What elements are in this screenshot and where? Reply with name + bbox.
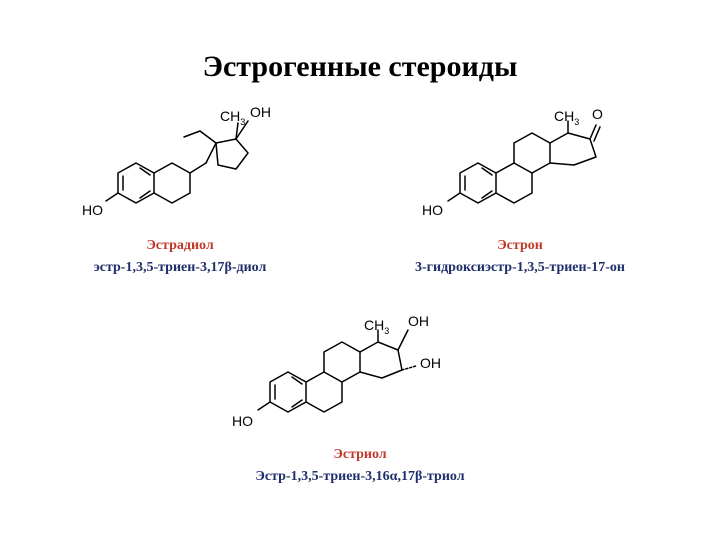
estriol-iupac: Эстр-1,3,5-триен-3,16α,17β-триол xyxy=(255,469,465,484)
estriol-oh17-label: OH xyxy=(408,313,429,329)
estriol-structure: HO CH3 OH OH xyxy=(220,300,480,435)
estradiol-svg: HO CH3 OH xyxy=(82,104,271,218)
estradiol-structure: HO CH3 OH xyxy=(70,95,310,230)
estriol-oh16-label: OH xyxy=(420,355,441,371)
estriol-caption: Эстриол Эстр-1,3,5-триен-3,16α,17β-триол xyxy=(170,447,550,485)
estradiol-ho-label: HO xyxy=(82,202,103,218)
page-title: Эстрогенные стероиды xyxy=(202,50,518,83)
estriol-svg: HO CH3 OH OH xyxy=(232,313,441,429)
estrone-structure: HO CH3 O xyxy=(410,95,640,230)
estradiol-caption: Эстрадиол эстр-1,3,5-триен-3,17β-диол xyxy=(20,238,340,276)
estradiol-iupac: эстр-1,3,5-триен-3,17β-диол xyxy=(93,260,267,275)
estrone-iupac: 3-гидроксиэстр-1,3,5-триен-17-он xyxy=(415,260,625,275)
estrone-name: Эстрон xyxy=(497,238,543,253)
estrone-o-label: O xyxy=(592,106,603,122)
estriol-name: Эстриол xyxy=(333,447,387,462)
estrone-svg: HO CH3 O xyxy=(422,106,603,218)
estrone-ho-label: HO xyxy=(422,202,443,218)
estriol-ch3-label: CH3 xyxy=(364,317,389,336)
estradiol-name: Эстрадиол xyxy=(146,238,214,253)
estriol-ho-label: HO xyxy=(232,413,253,429)
estrone-caption: Эстрон 3-гидроксиэстр-1,3,5-триен-17-он xyxy=(360,238,680,276)
estradiol-oh-label: OH xyxy=(250,104,271,120)
estrone-ch3-label: CH3 xyxy=(554,108,579,127)
estradiol-ch3-label: CH3 xyxy=(220,108,245,127)
